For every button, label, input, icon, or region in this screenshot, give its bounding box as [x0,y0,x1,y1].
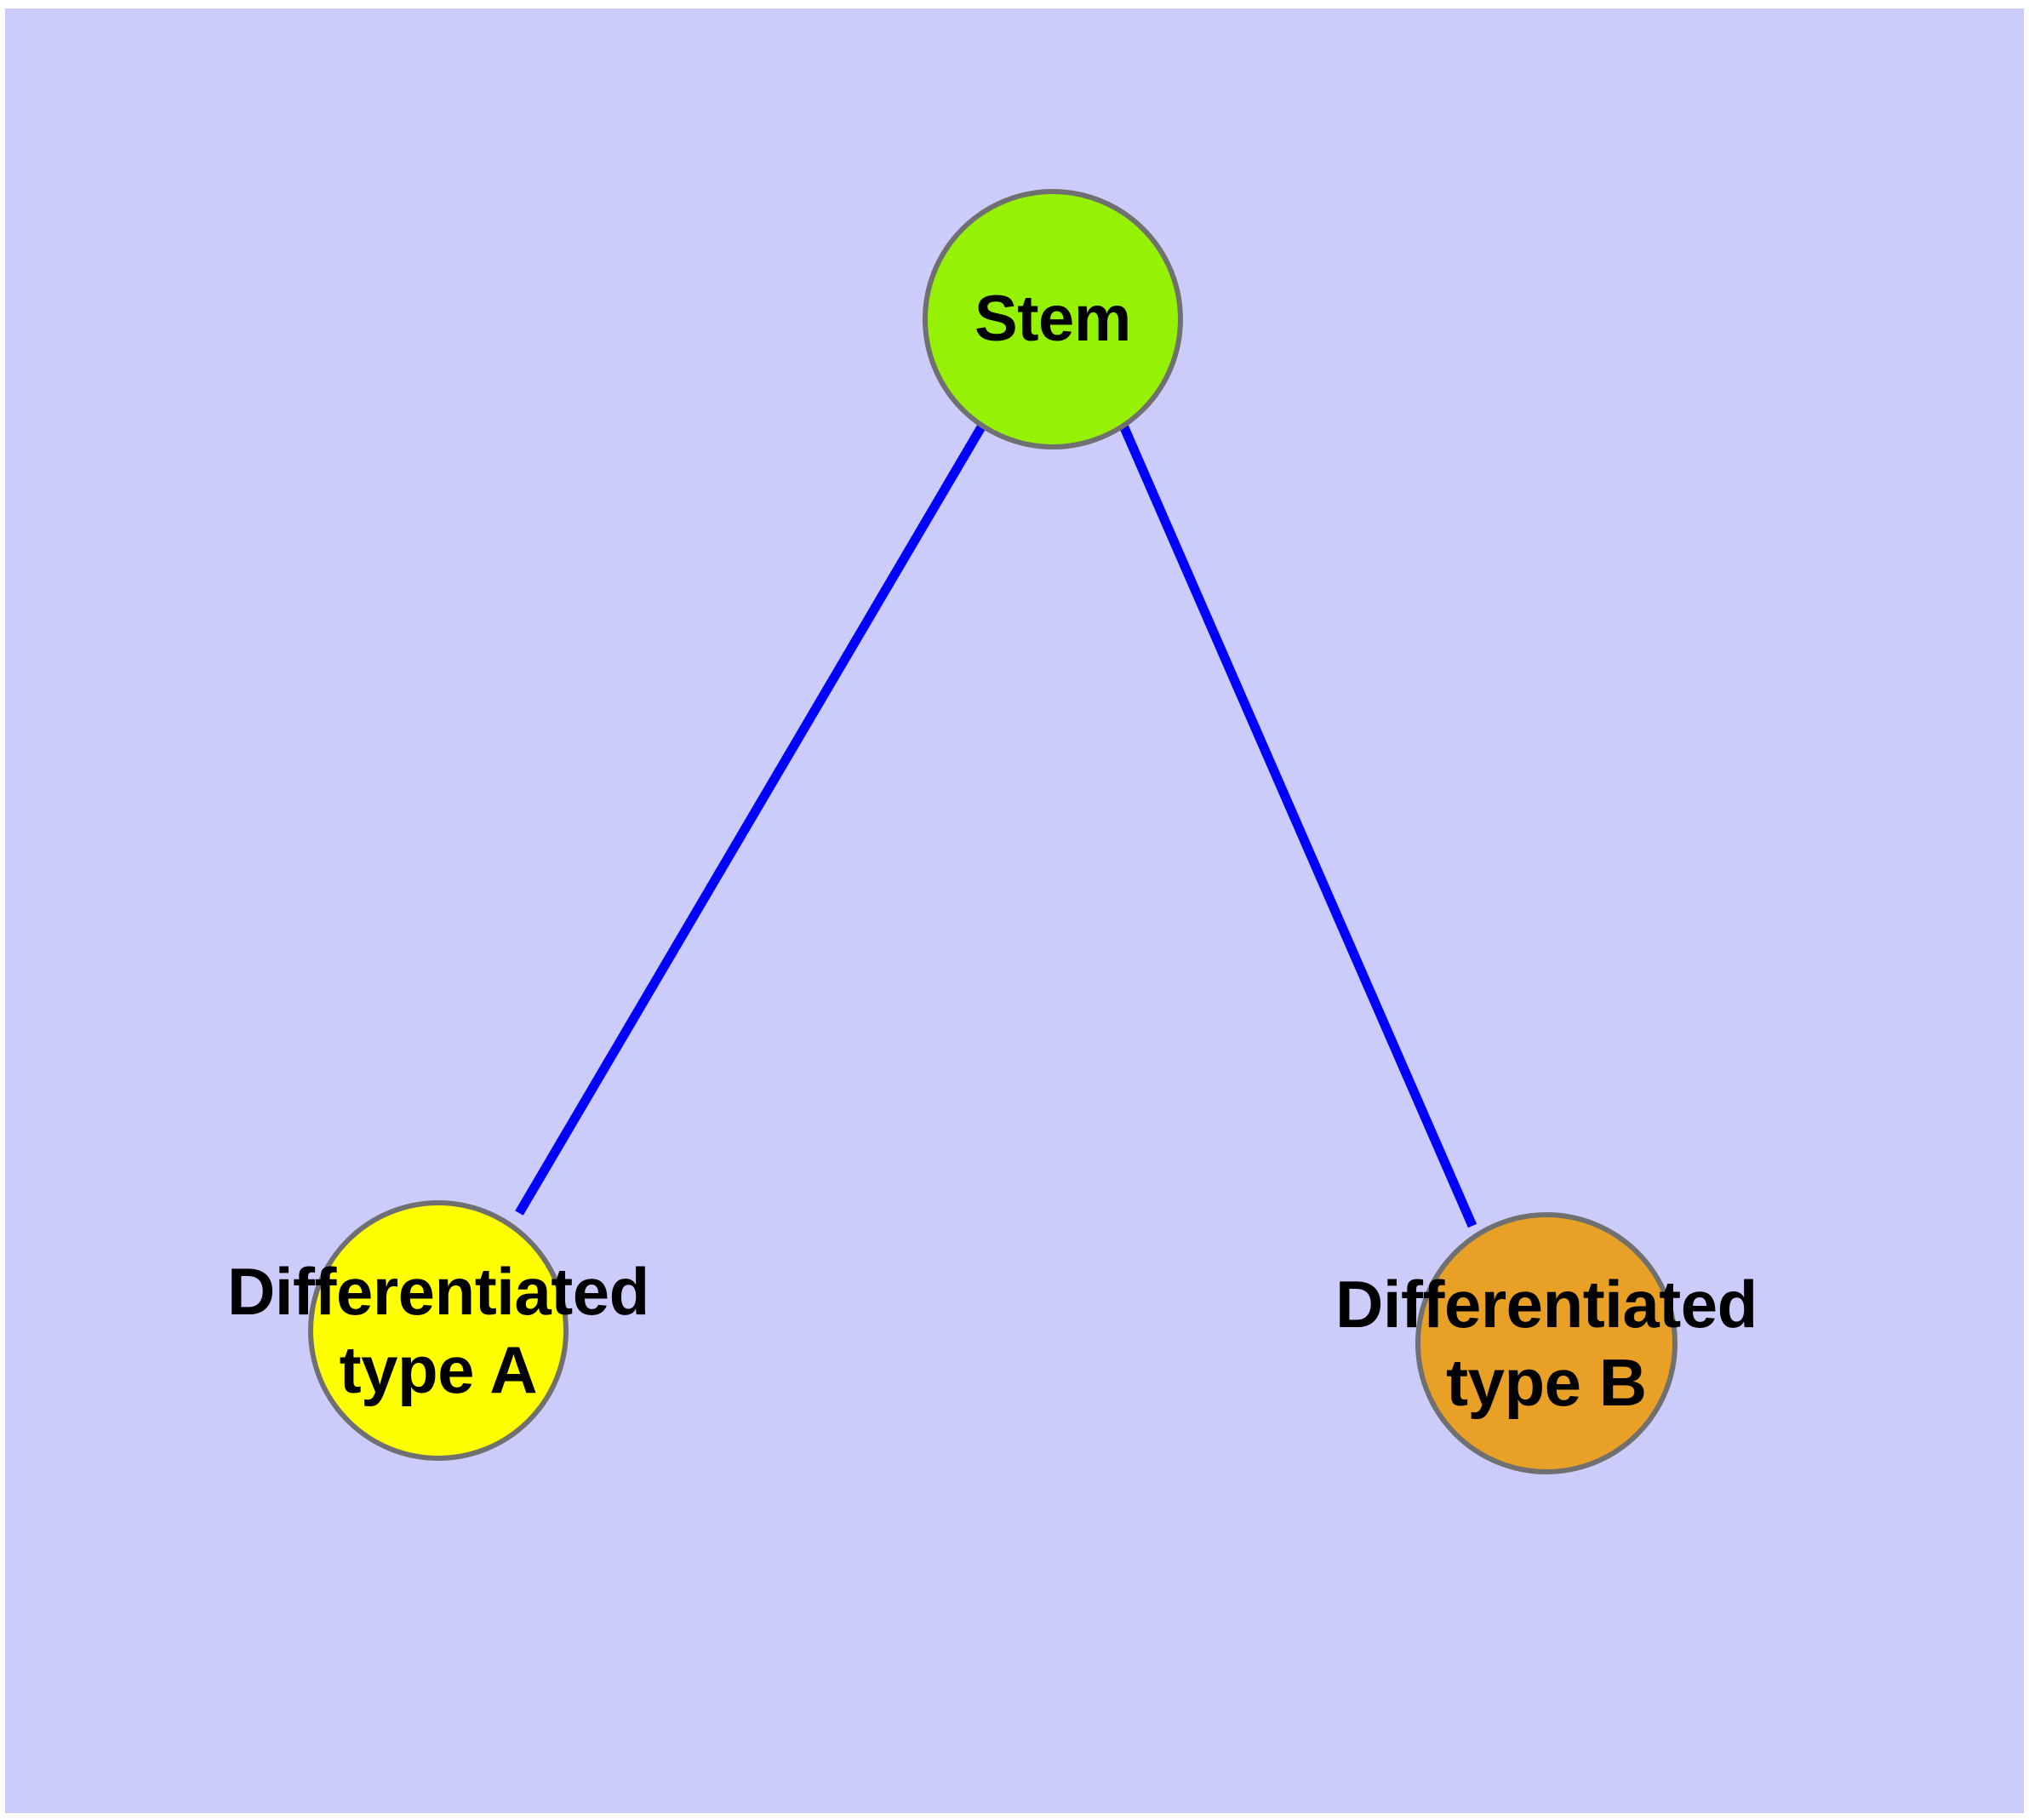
graph-node-diff_b[interactable] [1415,1212,1677,1474]
graph-edge-stem-to-a [515,423,986,1216]
graph-node-diff_a[interactable] [308,1200,569,1461]
node-layer [308,189,1677,1474]
graph-node-stem[interactable] [923,189,1183,449]
graph-edge-stem-to-b [1118,423,1477,1228]
edge-layer [515,423,1477,1228]
